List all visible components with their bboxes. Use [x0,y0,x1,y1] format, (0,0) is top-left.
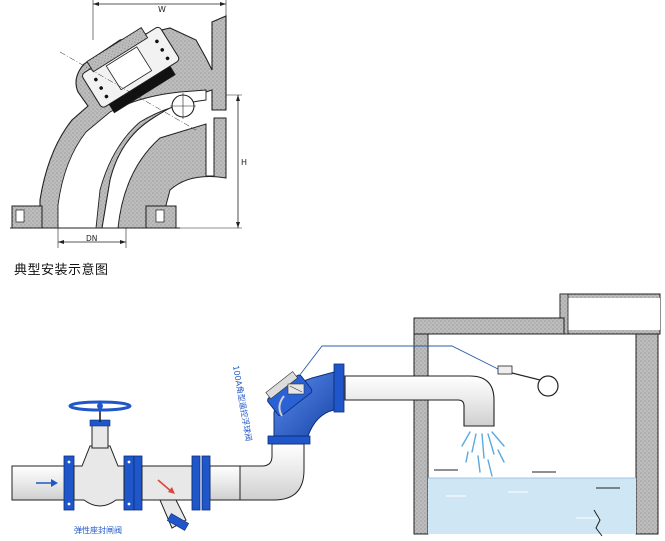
inlet-pipe-to-tank [344,375,505,477]
water-spray [461,431,505,477]
dim-label-dn: DN [86,234,97,243]
figure-caption: 典型安装示意图 [14,263,109,278]
angle-float-valve [265,363,345,445]
handwheel-icon [68,400,132,412]
dim-label-w: W [158,5,166,14]
valve-section-view: W H [10,0,247,248]
y-strainer [133,455,211,531]
gate-valve-label: 弹性座封闸阀 [74,525,122,535]
water-tank [413,293,661,537]
flow-arrow-icon [36,479,58,487]
float-ball-icon [537,375,559,397]
float-control-line [295,345,559,397]
dim-label-h: H [241,158,247,167]
gate-valve [63,400,135,511]
angle-valve-label: 100A角型遥控浮球阀 [231,365,254,442]
installation-view: 100A角型遥控浮球阀 弹性座封闸阀 [11,293,661,537]
